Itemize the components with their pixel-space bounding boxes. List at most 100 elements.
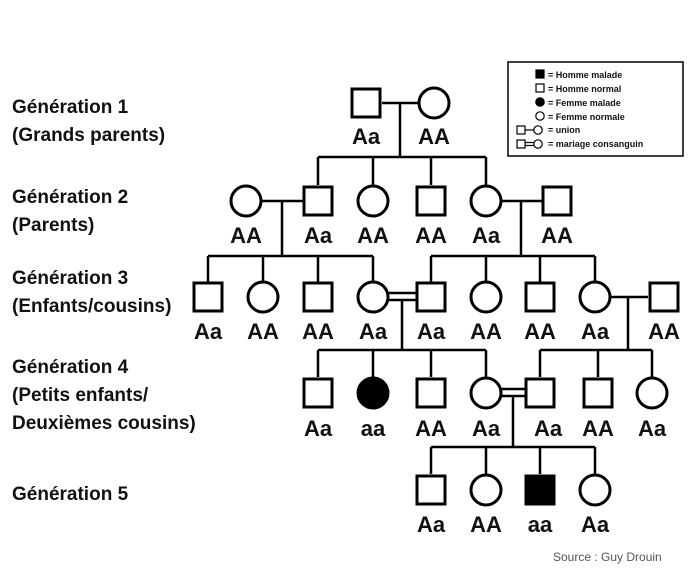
source-credit: Source : Guy Drouin — [553, 550, 662, 564]
genotype-label: Aa — [417, 319, 446, 344]
affected-female-circle — [356, 376, 390, 410]
individual-g3-1: Aa — [192, 281, 224, 344]
legend: = Homme malade = Homme normal = Femme ma… — [507, 61, 684, 157]
female-circle — [417, 86, 451, 120]
female-circle — [469, 280, 503, 314]
genotype-label: Aa — [581, 512, 610, 537]
genotype-label: AA — [415, 416, 447, 441]
genotype-label: AA — [541, 223, 573, 248]
individual-g3-6: AA — [469, 280, 503, 344]
male-square — [415, 377, 447, 409]
generation-labels: Génération 1 (Grands parents) Génération… — [12, 97, 196, 505]
generation-4-title: Génération 4 — [12, 357, 129, 378]
genotype-label: Aa — [304, 223, 333, 248]
genotype-label: AA — [357, 223, 389, 248]
genotype-label: AA — [302, 319, 334, 344]
legend-affected-male-icon — [535, 69, 545, 79]
male-square — [541, 185, 573, 217]
female-circle — [469, 376, 503, 410]
legend-union-icon — [516, 125, 543, 135]
legend-affected-female-icon — [535, 97, 545, 107]
male-square — [192, 281, 224, 313]
legend-label-femme-normale: = Femme normale — [548, 112, 625, 122]
individual-g5-3: aa — [524, 474, 556, 537]
individual-g3-2: AA — [246, 280, 280, 344]
legend-label-homme-malade: = Homme malade — [548, 70, 622, 80]
genotype-label: Aa — [417, 512, 446, 537]
individual-g2-2: Aa — [302, 185, 334, 248]
genotype-label: Aa — [304, 416, 333, 441]
generation-1-title: Génération 1 — [12, 97, 129, 118]
genotype-label: Aa — [359, 319, 388, 344]
genotype-label: Aa — [581, 319, 610, 344]
legend-label-union: = union — [548, 125, 580, 135]
individual-g1-1: Aa — [350, 87, 382, 149]
male-square — [302, 185, 334, 217]
generation-4-subtitle: (Petits enfants/ — [12, 385, 149, 406]
individual-g5-2: AA — [469, 473, 503, 537]
genotype-label: Aa — [352, 124, 381, 149]
female-circle — [356, 280, 390, 314]
genotype-label: AA — [230, 223, 262, 248]
individual-g4-3: AA — [415, 377, 447, 441]
male-square — [524, 377, 556, 409]
generation-1-subtitle: (Grands parents) — [12, 125, 165, 146]
female-circle — [469, 473, 503, 507]
individual-g2-5: Aa — [469, 184, 503, 248]
individual-g3-3: AA — [302, 281, 334, 344]
female-circle — [356, 184, 390, 218]
male-square — [302, 281, 334, 313]
individual-g2-1: AA — [229, 184, 263, 248]
female-circle — [578, 280, 612, 314]
individual-g5-1: Aa — [415, 474, 447, 537]
legend-label-mariage-consanguin: = mariage consanguin — [548, 139, 643, 149]
male-square — [302, 377, 334, 409]
individual-g2-6: AA — [541, 185, 573, 248]
generation-5-title: Génération 5 — [12, 484, 129, 505]
legend-normal-female-icon — [535, 111, 545, 121]
generation-2-subtitle: (Parents) — [12, 215, 94, 236]
genotype-label: aa — [361, 416, 386, 441]
genotype-label: Aa — [638, 416, 667, 441]
affected-male-square — [524, 474, 556, 506]
male-square — [415, 281, 447, 313]
female-circle — [578, 473, 612, 507]
genotype-label: Aa — [472, 416, 501, 441]
pedigree-lines — [206, 101, 654, 474]
genotype-label: Aa — [194, 319, 223, 344]
male-square — [582, 377, 614, 409]
legend-normal-male-icon — [535, 83, 545, 93]
individual-g4-4: Aa — [469, 376, 503, 441]
individual-g5-4: Aa — [578, 473, 612, 537]
female-circle — [246, 280, 280, 314]
individual-g2-3: AA — [356, 184, 390, 248]
individual-g3-4: Aa — [356, 280, 390, 344]
genotype-label: AA — [418, 124, 450, 149]
genotype-label: AA — [247, 319, 279, 344]
legend-label-homme-normal: = Homme normal — [548, 84, 621, 94]
individual-g2-4: AA — [415, 185, 447, 248]
genotype-label: AA — [582, 416, 614, 441]
genotype-label: AA — [415, 223, 447, 248]
male-square — [648, 281, 680, 313]
genotype-label: aa — [528, 512, 553, 537]
legend-label-femme-malade: = Femme malade — [548, 98, 621, 108]
individual-g3-8: Aa — [578, 280, 612, 344]
generation-3-subtitle: (Enfants/cousins) — [12, 296, 171, 317]
individual-g1-2: AA — [417, 86, 451, 149]
genotype-label: AA — [648, 319, 680, 344]
female-circle — [229, 184, 263, 218]
male-square — [415, 185, 447, 217]
genotype-label: Aa — [534, 416, 563, 441]
male-square — [524, 281, 556, 313]
generation-2-title: Génération 2 — [12, 187, 128, 208]
individual-g4-7: Aa — [635, 376, 669, 441]
individual-g3-9: AA — [648, 281, 680, 344]
individual-g4-1: Aa — [302, 377, 334, 441]
individual-g4-6: AA — [582, 377, 614, 441]
male-square — [415, 474, 447, 506]
genotype-label: AA — [470, 319, 502, 344]
